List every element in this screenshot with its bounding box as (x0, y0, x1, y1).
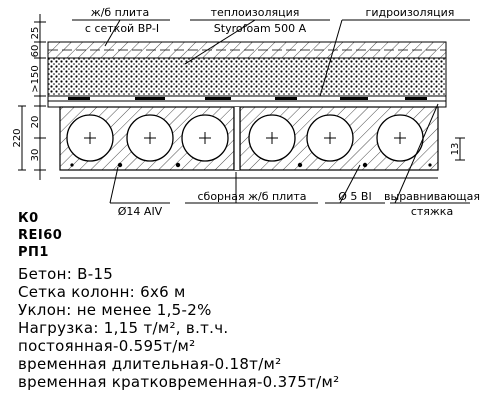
rebars (70, 162, 432, 168)
label-rebar: Ø14 AIV (118, 205, 163, 218)
note-concrete: Бетон: В-15 (18, 265, 114, 283)
code-fire-hazard: К0 (18, 211, 39, 226)
drawing-notes: К0 REI60 РП1 Бетон: В-15 Сетка колонн: 6… (18, 210, 488, 391)
screed-layer (47, 100, 447, 108)
dim-total: 220 (12, 128, 23, 147)
dim-top: 25 (30, 27, 41, 40)
label-slab-mesh: с сеткой ВР-I (85, 22, 159, 35)
label-insulation-brand: Styrofoam 500 A (214, 22, 307, 35)
dim-insulation: >150 (30, 65, 41, 92)
dim-slab: 60 (30, 45, 41, 58)
void-centers (84, 132, 406, 144)
note-long-term-load: временная длительная-0.18т/м² (18, 355, 282, 373)
label-waterproofing: гидроизоляция (366, 6, 455, 19)
insulation-layer (47, 57, 447, 97)
label-wire: Ø 5 BI (338, 190, 371, 203)
leader-lines (72, 19, 470, 204)
label-screed-2: стяжка (411, 205, 453, 218)
note-slope: Уклон: не менее 1,5-2% (18, 301, 212, 319)
note-short-term-load: временная кратковременная-0.375т/м² (18, 373, 340, 391)
label-precast-slab: сборная ж/б плита (197, 190, 306, 203)
note-column-grid: Сетка колонн: 6х6 м (18, 283, 186, 301)
code-fire-spread: РП1 (18, 245, 49, 260)
code-fire-resistance: REI60 (18, 228, 63, 243)
label-insulation: теплоизоляция (211, 6, 300, 19)
drawing-labels: ж/б плита с сеткой ВР-I теплоизоляция St… (85, 6, 480, 218)
dimension-chain (18, 14, 465, 180)
note-load: Нагрузка: 1,15 т/м², в.т.ч. (18, 319, 229, 337)
waterproofing-layer (47, 95, 447, 102)
dim-bottom: 30 (30, 149, 41, 162)
label-screed: выравнивающая (384, 190, 480, 203)
note-permanent-load: постоянная-0.595т/м² (18, 337, 196, 355)
label-slab: ж/б плита (91, 6, 149, 19)
dimension-values: 25 60 >150 20 220 30 13 (12, 27, 461, 162)
dim-right: 13 (450, 143, 461, 156)
section-layers (47, 41, 447, 179)
dim-screed: 20 (30, 116, 41, 129)
